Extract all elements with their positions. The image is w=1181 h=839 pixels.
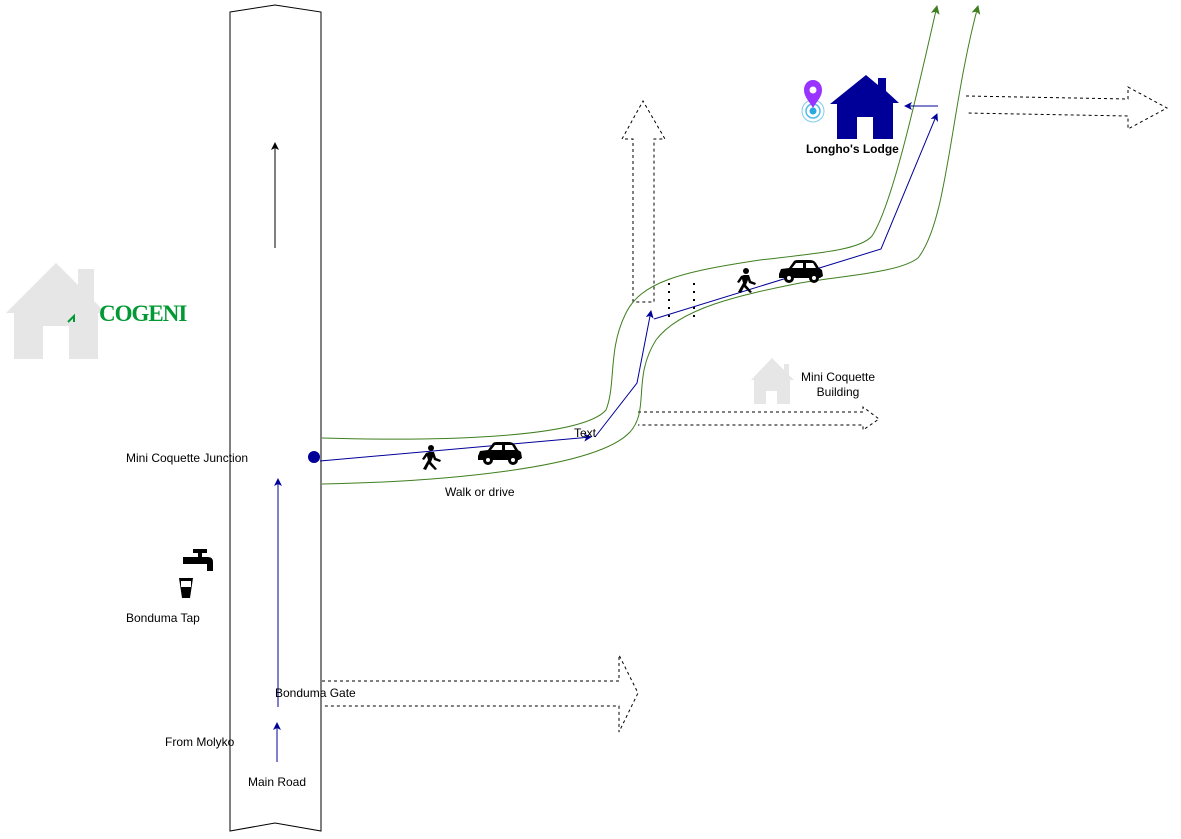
from-label: From Molyko bbox=[165, 735, 235, 749]
side-road-edge-south bbox=[321, 5, 981, 485]
building-label-line1: Mini Coquette bbox=[801, 370, 875, 384]
exit-arrow-east-lodge bbox=[965, 86, 1169, 130]
house-icon bbox=[6, 263, 106, 359]
lodge-label: Longho's Lodge bbox=[806, 142, 899, 156]
house-icon bbox=[751, 358, 794, 404]
car-icon bbox=[478, 442, 522, 465]
gate-label: Bonduma Gate bbox=[275, 686, 356, 700]
tap-label: Bonduma Tap bbox=[126, 611, 200, 625]
tap-icon bbox=[179, 549, 213, 598]
route-side-1 bbox=[319, 433, 592, 462]
walker-icon bbox=[737, 268, 756, 293]
walker-icon bbox=[422, 445, 441, 470]
text-label: Text bbox=[574, 426, 597, 440]
car-icon bbox=[779, 260, 823, 283]
main-road-label: Main Road bbox=[248, 775, 306, 789]
route-side-2 bbox=[594, 310, 654, 438]
exit-arrow-east-building bbox=[638, 406, 880, 431]
route-side-3 bbox=[653, 113, 939, 320]
logo-mark bbox=[67, 313, 75, 323]
junction-label: Mini Coquette Junction bbox=[126, 451, 248, 465]
exit-arrow-east-gate bbox=[322, 654, 639, 733]
logo-text: COGENI bbox=[99, 301, 187, 326]
junction-point bbox=[308, 451, 320, 463]
walk-or-drive-label: Walk or drive bbox=[445, 485, 515, 499]
lodge-house-icon bbox=[830, 75, 899, 139]
side-road-edge-north bbox=[321, 5, 940, 440]
building-label-line2: Building bbox=[817, 385, 860, 399]
location-pin-icon bbox=[801, 80, 825, 123]
main-road bbox=[229, 4, 322, 832]
exit-arrow-north bbox=[621, 99, 666, 303]
